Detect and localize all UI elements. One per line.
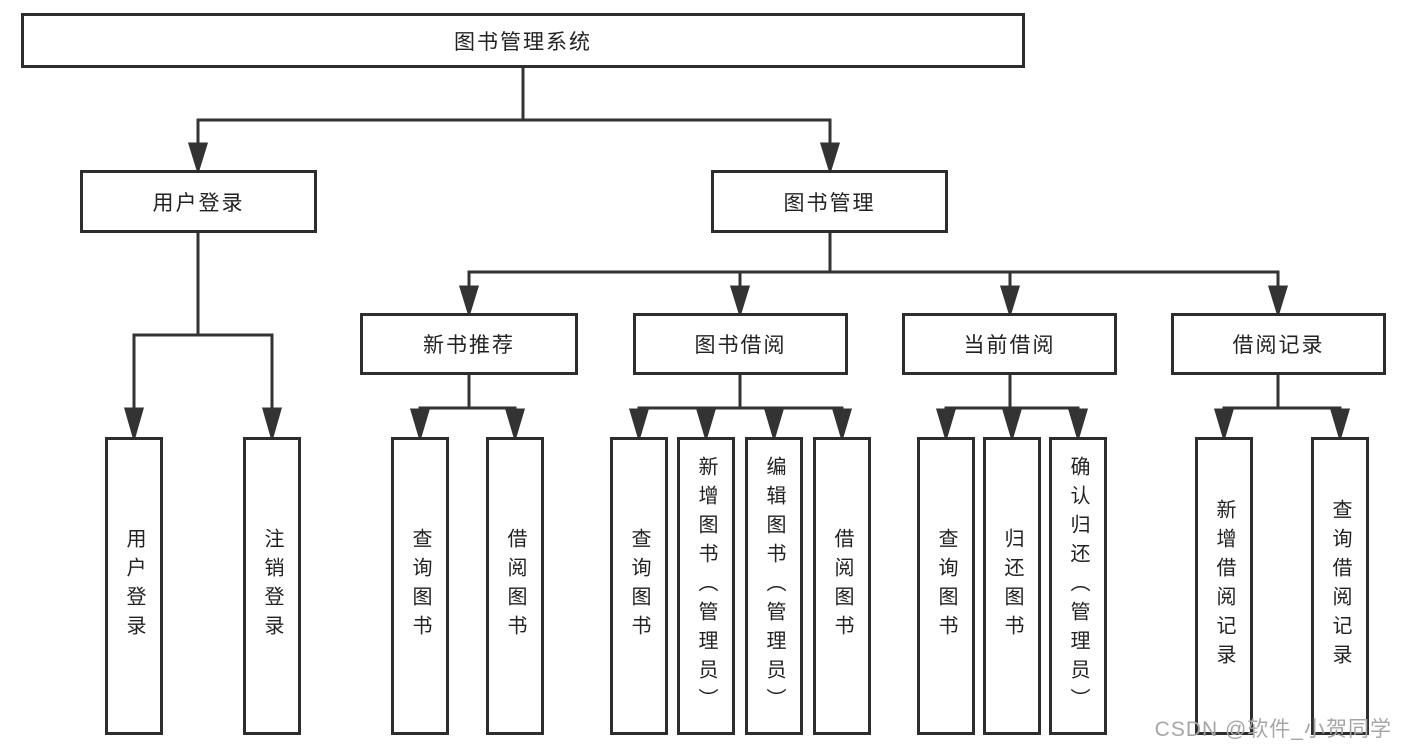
leaf-label: 查询图书 [409,528,431,644]
node-label: 图书管理 [783,191,876,215]
leaf-query-books-borrowing: 查询图书 [610,437,668,735]
arrow-down-icon [628,408,650,443]
node-library-system: 图书管理系统 [21,13,1025,68]
connector-borrowing-records-children [1213,375,1351,443]
leaf-label: 新增图书（管理员） [695,455,717,717]
arrow-down-icon [187,142,209,176]
node-label: 用户登录 [152,191,245,215]
leaf-user-login: 用户登录 [105,437,163,735]
leaf-query-books-recommend: 查询图书 [391,437,449,735]
node-book-borrowing: 图书借阅 [633,313,848,375]
node-book-management: 图书管理 [711,170,948,233]
leaf-query-borrow-record: 查询借阅记录 [1311,437,1369,735]
csdn-watermark: CSDN @软件_小贺同学 [1154,718,1392,741]
arrow-down-icon [999,285,1021,319]
connector-current-borrowing-children [935,375,1089,443]
arrow-down-icon [935,408,957,443]
leaf-label: 借阅图书 [831,528,853,644]
arrow-down-icon [458,285,480,319]
leaf-add-borrow-record: 新增借阅记录 [1195,437,1253,735]
leaf-label: 查询借阅记录 [1329,499,1351,673]
leaf-logout: 注销登录 [243,437,301,735]
leaf-borrow-books-borrowing: 借阅图书 [813,437,871,735]
node-label: 借阅记录 [1232,334,1325,357]
arrow-down-icon [1267,285,1289,319]
arrow-down-icon [729,285,751,319]
leaf-label: 编辑图书（管理员） [763,455,785,717]
node-current-borrowing: 当前借阅 [902,313,1117,375]
arrow-down-icon [1067,408,1089,443]
leaf-add-book-admin: 新增图书（管理员） [677,437,735,735]
leaf-query-books-current: 查询图书 [917,437,975,735]
node-label: 图书借阅 [694,334,787,357]
node-label: 新书推荐 [423,334,515,357]
node-new-book-recommend: 新书推荐 [360,313,578,375]
arrow-down-icon [695,408,717,443]
leaf-edit-book-admin: 编辑图书（管理员） [745,437,803,735]
leaf-label: 新增借阅记录 [1213,499,1235,673]
connector-new-book-recommend-children [409,375,526,443]
arrow-down-icon [1329,408,1351,443]
arrow-down-icon [819,142,841,176]
arrow-down-icon [1213,408,1235,443]
leaf-label: 借阅图书 [504,528,526,644]
leaf-confirm-return-admin: 确认归还（管理员） [1049,437,1107,735]
connector-book-management-children [458,233,1289,319]
node-user-login: 用户登录 [80,170,317,233]
leaf-return-books: 归还图书 [983,437,1041,735]
leaf-label: 查询图书 [935,528,957,644]
leaf-label: 查询图书 [628,528,650,644]
leaf-label: 注销登录 [261,528,283,644]
arrow-down-icon [504,408,526,443]
arrow-down-icon [124,407,144,443]
node-label: 当前借阅 [963,334,1056,357]
arrow-down-icon [763,408,785,443]
arrow-down-icon [262,407,282,443]
node-borrowing-records: 借阅记录 [1171,313,1386,375]
connector-book-borrowing-children [628,375,853,443]
arrow-down-icon [831,408,853,443]
leaf-label: 用户登录 [123,528,145,644]
leaf-label: 确认归还（管理员） [1067,455,1089,717]
leaf-borrow-books-recommend: 借阅图书 [486,437,544,735]
arrow-down-icon [1001,408,1023,443]
connector-user-login-children [124,233,282,443]
leaf-label: 归还图书 [1001,528,1023,644]
connector-root-to-level2 [187,68,841,176]
arrow-down-icon [409,408,431,443]
node-label: 图书管理系统 [454,30,592,54]
